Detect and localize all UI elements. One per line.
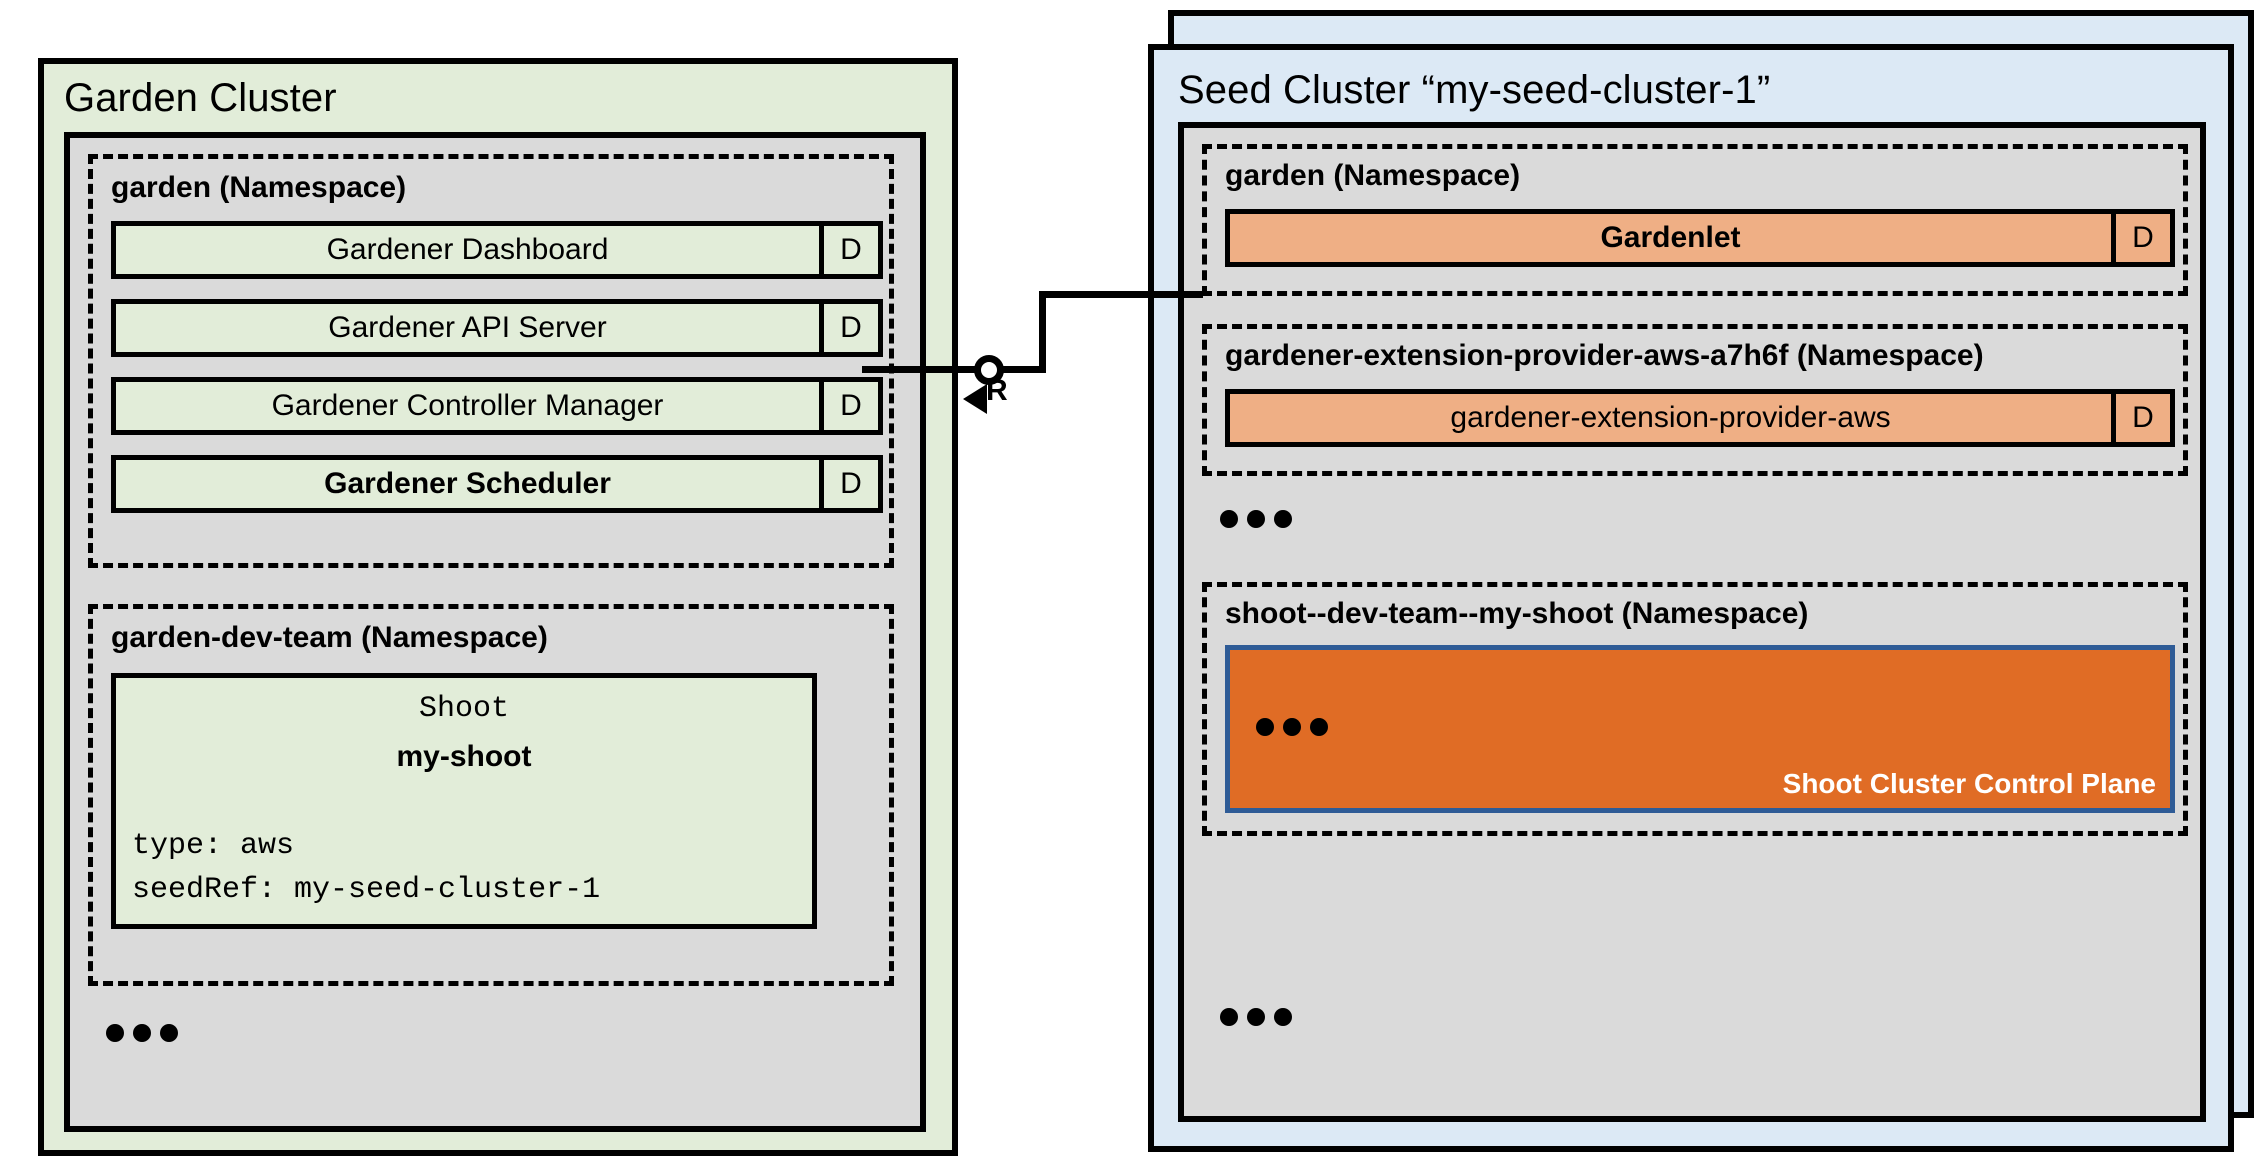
seed-cluster-node-pane: garden (Namespace) Gardenlet D gardener-… [1178,122,2206,1122]
component-gardener-dashboard[interactable]: Gardener Dashboard D [111,221,883,279]
connector-segment-vertical [1039,291,1046,373]
shoot-control-plane-label: Shoot Cluster Control Plane [1782,768,2156,799]
connector-segment-horizontal-left [862,366,1020,373]
garden-namespace-garden-label: garden (Namespace) [111,171,407,204]
connector-api-endpoint-circle [974,355,1004,385]
shoot-resource-name: my-shoot [396,740,532,773]
seed-cluster-card[interactable]: Seed Cluster “my-seed-cluster-1” garden … [1148,44,2234,1152]
component-gardener-api-server-deployment-badge: D [819,304,878,352]
garden-cluster-title: Garden Cluster [64,76,337,120]
seed-more-namespaces-ellipsis [1220,510,1292,528]
garden-namespace-dev-team[interactable]: garden-dev-team (Namespace) Shoot my-sho… [88,604,894,986]
seed-namespace-extension-provider-aws[interactable]: gardener-extension-provider-aws-a7h6f (N… [1202,324,2188,476]
garden-cluster-node-pane: garden (Namespace) Gardener Dashboard D … [64,132,926,1132]
component-gardenlet-label: Gardenlet [1600,221,1741,254]
component-gardenlet[interactable]: Gardenlet D [1225,209,2175,267]
shoot-resource-spec-seedref: seedRef: my-seed-cluster-1 [132,873,601,907]
connector-relation-label: R [986,374,1008,407]
connector-direction-arrow-icon [963,384,987,414]
seed-cluster-bottom-ellipsis [1220,1008,1292,1026]
seed-namespace-garden[interactable]: garden (Namespace) Gardenlet D [1202,144,2188,296]
connector-segment-horizontal-mid [1004,366,1046,373]
garden-cluster-bottom-ellipsis [106,1024,178,1042]
component-gardener-scheduler[interactable]: Gardener Scheduler D [111,455,883,513]
component-gardener-dashboard-label: Gardener Dashboard [326,233,609,266]
component-gardener-controller-manager[interactable]: Gardener Controller Manager D [111,377,883,435]
component-gardener-scheduler-label: Gardener Scheduler [324,467,611,500]
component-gardener-api-server[interactable]: Gardener API Server D [111,299,883,357]
component-gardener-controller-manager-label: Gardener Controller Manager [271,389,664,422]
component-gardener-dashboard-deployment-badge: D [819,226,878,274]
seed-cluster-title: Seed Cluster “my-seed-cluster-1” [1178,68,1771,112]
garden-namespace-garden[interactable]: garden (Namespace) Gardener Dashboard D … [88,154,894,568]
component-gardener-controller-manager-deployment-badge: D [819,382,878,430]
component-gardener-extension-provider-aws-label: gardener-extension-provider-aws [1450,401,1891,434]
component-gardener-api-server-label: Gardener API Server [328,311,607,344]
component-gardener-extension-provider-aws[interactable]: gardener-extension-provider-aws D [1225,389,2175,447]
shoot-resource-kind: Shoot [418,692,509,726]
seed-namespace-shoot-label: shoot--dev-team--my-shoot (Namespace) [1225,597,1809,630]
seed-namespace-extension-provider-aws-label: gardener-extension-provider-aws-a7h6f (N… [1225,339,1984,372]
connector-segment-horizontal-top [1039,291,1203,298]
shoot-cluster-control-plane[interactable]: Shoot Cluster Control Plane [1225,645,2175,813]
component-gardener-scheduler-deployment-badge: D [819,460,878,508]
seed-namespace-shoot-control-plane[interactable]: shoot--dev-team--my-shoot (Namespace) Sh… [1202,582,2188,836]
garden-cluster-card[interactable]: Garden Cluster garden (Namespace) Garden… [38,58,958,1156]
shoot-resource-spec-type: type: aws [132,829,295,863]
shoot-control-plane-ellipsis [1256,718,1328,736]
shoot-resource[interactable]: Shoot my-shoot type: aws seedRef: my-see… [111,673,817,929]
component-gardenlet-deployment-badge: D [2111,214,2170,262]
seed-namespace-garden-label: garden (Namespace) [1225,159,1521,192]
component-gardener-extension-provider-aws-deployment-badge: D [2111,394,2170,442]
garden-namespace-dev-team-label: garden-dev-team (Namespace) [111,621,548,654]
